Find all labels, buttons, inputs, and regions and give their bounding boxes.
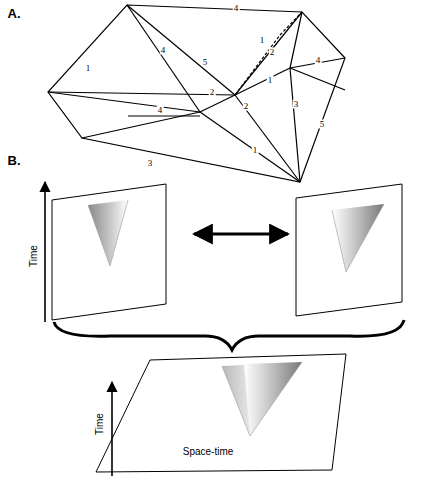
brace — [54, 320, 404, 350]
edge-number: 1 — [252, 146, 259, 155]
panel-letter: B. — [8, 154, 21, 167]
edge-number: 4 — [315, 56, 322, 65]
edge-number: 4 — [233, 4, 240, 13]
edge-number: 5 — [202, 58, 209, 67]
axis-label: Time — [95, 413, 105, 435]
edge-number: 2 — [243, 102, 250, 111]
panel-letter: A. — [8, 7, 21, 20]
plane-label: Space-time — [181, 447, 236, 457]
edge-number: 1 — [267, 76, 274, 85]
equivalence-arrow — [194, 233, 288, 236]
axis-label: Time — [29, 245, 39, 267]
edge-number: 1 — [85, 64, 92, 73]
edge-number: 3 — [293, 100, 300, 109]
edge-number: 1 — [259, 36, 266, 45]
edge-number: 3 — [147, 159, 154, 168]
edge-number: 2 — [209, 88, 216, 97]
spacetime-plane-combined — [96, 354, 346, 476]
edge-number: 4 — [160, 46, 167, 55]
spacetime-plane-right — [296, 184, 402, 316]
spacetime-plane-left — [45, 182, 166, 322]
edge-number: 5 — [319, 120, 326, 129]
triangulation — [48, 5, 345, 182]
edge-number: 2 — [269, 48, 276, 57]
edge-number: 4 — [157, 106, 164, 115]
